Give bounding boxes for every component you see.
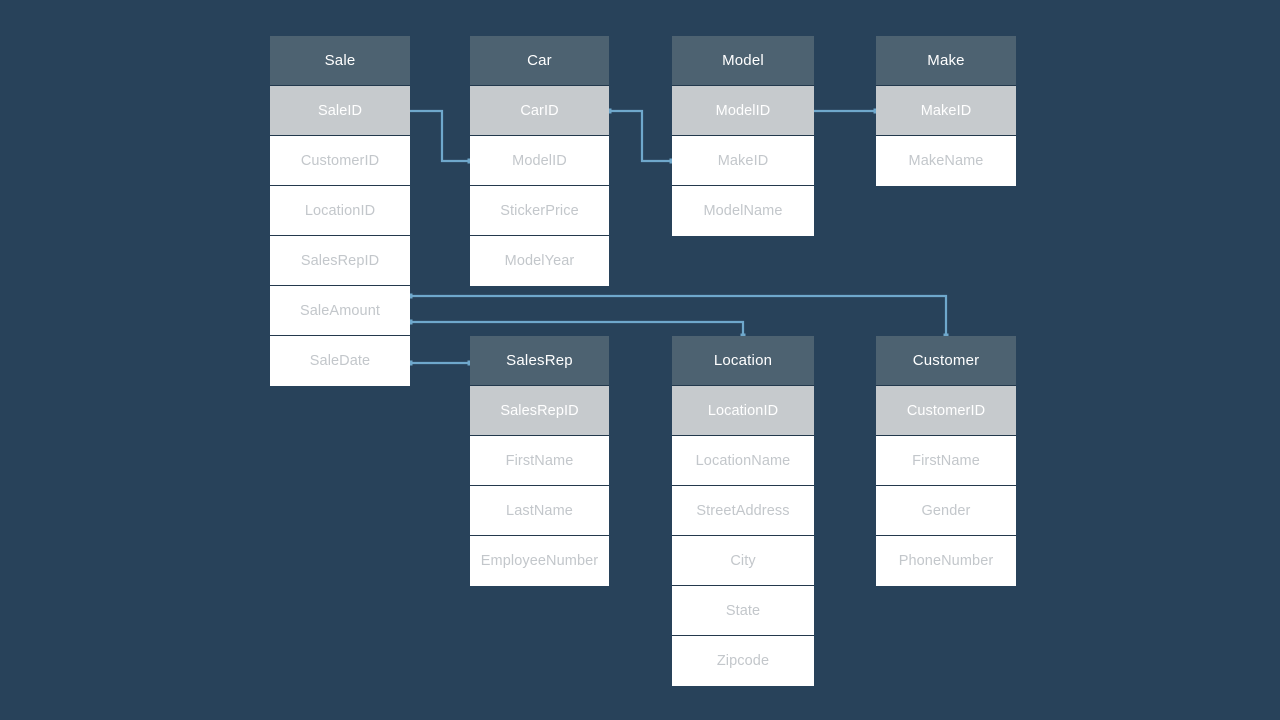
table-header-car: Car <box>470 36 609 86</box>
field-row-sale-4[interactable]: SaleAmount <box>270 286 410 336</box>
connector-sale-location <box>410 320 745 336</box>
field-row-location-4[interactable]: State <box>672 586 814 636</box>
field-row-make-1[interactable]: MakeName <box>876 136 1016 186</box>
primary-key-row-car-0[interactable]: CarID <box>470 86 609 136</box>
field-row-salesrep-2[interactable]: LastName <box>470 486 609 536</box>
field-row-location-3[interactable]: City <box>672 536 814 586</box>
field-row-car-2[interactable]: StickerPrice <box>470 186 609 236</box>
field-row-location-2[interactable]: StreetAddress <box>672 486 814 536</box>
primary-key-row-customer-0[interactable]: CustomerID <box>876 386 1016 436</box>
primary-key-row-model-0[interactable]: ModelID <box>672 86 814 136</box>
field-row-model-1[interactable]: MakeID <box>672 136 814 186</box>
table-header-model: Model <box>672 36 814 86</box>
table-header-sale: Sale <box>270 36 410 86</box>
primary-key-row-make-0[interactable]: MakeID <box>876 86 1016 136</box>
primary-key-row-location-0[interactable]: LocationID <box>672 386 814 436</box>
field-row-customer-2[interactable]: Gender <box>876 486 1016 536</box>
field-row-location-1[interactable]: LocationName <box>672 436 814 486</box>
field-row-model-2[interactable]: ModelName <box>672 186 814 236</box>
field-row-car-1[interactable]: ModelID <box>470 136 609 186</box>
connector-sale-customer <box>410 294 948 336</box>
field-row-sale-3[interactable]: SalesRepID <box>270 236 410 286</box>
primary-key-row-sale-0[interactable]: SaleID <box>270 86 410 136</box>
field-row-sale-2[interactable]: LocationID <box>270 186 410 236</box>
field-row-customer-1[interactable]: FirstName <box>876 436 1016 486</box>
table-header-location: Location <box>672 336 814 386</box>
connector-model-car <box>609 109 672 163</box>
field-row-sale-1[interactable]: CustomerID <box>270 136 410 186</box>
table-header-make: Make <box>876 36 1016 86</box>
table-header-customer: Customer <box>876 336 1016 386</box>
field-row-salesrep-1[interactable]: FirstName <box>470 436 609 486</box>
connector-car-sale <box>404 109 470 163</box>
primary-key-row-salesrep-0[interactable]: SalesRepID <box>470 386 609 436</box>
field-row-car-3[interactable]: ModelYear <box>470 236 609 286</box>
field-row-salesrep-3[interactable]: EmployeeNumber <box>470 536 609 586</box>
field-row-sale-5[interactable]: SaleDate <box>270 336 410 386</box>
field-row-customer-3[interactable]: PhoneNumber <box>876 536 1016 586</box>
field-row-location-5[interactable]: Zipcode <box>672 636 814 686</box>
table-header-salesrep: SalesRep <box>470 336 609 386</box>
